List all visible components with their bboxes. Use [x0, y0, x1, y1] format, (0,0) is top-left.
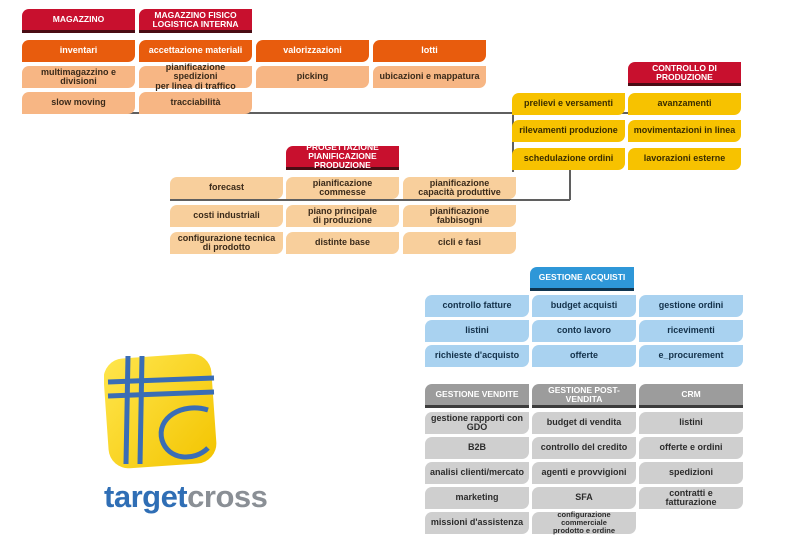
module-offerte-ordini[interactable]: offerte e ordini — [639, 437, 743, 459]
module-line: di prodotto — [202, 242, 251, 252]
module-line: configurazione commerciale — [557, 510, 611, 528]
module-controllo-credito[interactable]: controllo del credito — [532, 437, 636, 459]
module-schedulazione[interactable]: schedulazione ordini — [512, 148, 625, 170]
module-missioni-assistenza[interactable]: missioni d'assistenza — [425, 512, 529, 534]
module-inventari[interactable]: inventari — [22, 40, 135, 62]
module-rapporti-gdo[interactable]: gestione rapporti con GDO — [425, 412, 529, 434]
module-ricevimenti[interactable]: ricevimenti — [639, 320, 743, 342]
module-lotti[interactable]: lotti — [373, 40, 486, 62]
module-costi-industriali[interactable]: costi industriali — [170, 205, 283, 227]
module-e-procurement[interactable]: e_procurement — [639, 345, 743, 367]
header-line: PROGETTAZIONE — [306, 142, 379, 153]
module-pianificazione-commesse[interactable]: pianificazione commesse — [286, 177, 399, 199]
module-configurazione-commerciale[interactable]: configurazione commerciale prodotto e or… — [532, 510, 636, 535]
module-accettazione-materiali[interactable]: accettazione materiali — [139, 40, 252, 62]
magazzino-fisico-header: MAGAZZINO FISICO LOGISTICA INTERNA — [139, 9, 252, 33]
logo-target: target — [104, 479, 188, 514]
module-prelievi[interactable]: prelievi e versamenti — [512, 93, 625, 115]
module-distinte-base[interactable]: distinte base — [286, 232, 399, 254]
module-line: prodotto e ordine — [552, 525, 616, 535]
module-listini-acquisti[interactable]: listini — [425, 320, 529, 342]
module-cicli-fasi[interactable]: cicli e fasi — [403, 232, 516, 254]
vendite-header: GESTIONE VENDITE — [425, 384, 529, 408]
logo-wordmark: targetcross — [104, 479, 268, 515]
module-b2b[interactable]: B2B — [425, 437, 529, 459]
module-line: pianificazione — [429, 177, 490, 188]
module-configurazione-tecnica[interactable]: configurazione tecnica di prodotto — [170, 232, 283, 254]
module-budget-vendita[interactable]: budget di vendita — [532, 412, 636, 434]
module-controllo-fatture[interactable]: controllo fatture — [425, 295, 529, 317]
post-vendita-header: GESTIONE POST-VENDITA — [532, 384, 636, 408]
module-rilevamenti[interactable]: rilevamenti produzione — [512, 120, 625, 142]
module-forecast[interactable]: forecast — [170, 177, 283, 199]
connector-line — [512, 112, 514, 172]
module-contratti-fatturazione[interactable]: contratti e fatturazione — [639, 487, 743, 509]
module-offerte-acquisti[interactable]: offerte — [532, 345, 636, 367]
magazzino-header: MAGAZZINO — [22, 9, 135, 33]
module-gestione-ordini[interactable]: gestione ordini — [639, 295, 743, 317]
module-analisi-clienti[interactable]: analisi clienti/mercato — [425, 462, 529, 484]
module-budget-acquisti[interactable]: budget acquisti — [532, 295, 636, 317]
module-line: capacità produttive — [418, 187, 501, 197]
crm-header: CRM — [639, 384, 743, 408]
module-line: per linea di traffico — [155, 80, 236, 91]
acquisti-header: GESTIONE ACQUISTI — [530, 267, 634, 291]
module-piano-principale[interactable]: piano principale di produzione — [286, 205, 399, 227]
connector-line — [569, 170, 571, 200]
module-multimagazzino[interactable]: multimagazzino e divisioni — [22, 66, 135, 88]
header-line: PIANIFICAZIONE PRODUZIONE — [308, 151, 377, 170]
controllo-produzione-header: CONTROLLO DI PRODUZIONE — [628, 62, 741, 86]
module-marketing[interactable]: marketing — [425, 487, 529, 509]
module-movimentazioni[interactable]: movimentazioni in linea — [628, 120, 741, 142]
module-agenti-provvigioni[interactable]: agenti e provvigioni — [532, 462, 636, 484]
module-line: di produzione — [313, 215, 372, 225]
module-line: pianificazione spedizioni — [165, 61, 226, 82]
module-pianificazione-spedizioni[interactable]: pianificazione spedizioni per linea di t… — [139, 61, 252, 91]
module-picking[interactable]: picking — [256, 66, 369, 88]
module-conto-lavoro[interactable]: conto lavoro — [532, 320, 636, 342]
module-line: piano principale — [307, 205, 377, 216]
module-avanzamenti[interactable]: avanzamenti — [628, 93, 741, 115]
targetcross-logo-icon — [104, 353, 217, 469]
module-richieste-acquisto[interactable]: richieste d'acquisto — [425, 345, 529, 367]
progettazione-header: PROGETTAZIONE PIANIFICAZIONE PRODUZIONE — [286, 142, 399, 170]
header-line: MAGAZZINO FISICO — [154, 9, 237, 20]
logo-cross: cross — [187, 479, 268, 514]
module-listini-crm[interactable]: listini — [639, 412, 743, 434]
header-line: LOGISTICA INTERNA — [152, 18, 239, 29]
module-slow-moving[interactable]: slow moving — [22, 92, 135, 114]
module-lavorazioni-esterne[interactable]: lavorazioni esterne — [628, 148, 741, 170]
module-pianificazione-fabbisogni[interactable]: pianificazione fabbisogni — [403, 205, 516, 227]
module-ubicazioni[interactable]: ubicazioni e mappatura — [373, 66, 486, 88]
connector-line — [170, 199, 570, 201]
connector-line — [22, 112, 630, 114]
module-valorizzazioni[interactable]: valorizzazioni — [256, 40, 369, 62]
module-line: configurazione tecnica — [177, 232, 276, 243]
module-tracciabilita[interactable]: tracciabilità — [139, 92, 252, 114]
module-capacita-produttive[interactable]: pianificazione capacità produttive — [403, 177, 516, 199]
module-spedizioni[interactable]: spedizioni — [639, 462, 743, 484]
module-sfa[interactable]: SFA — [532, 487, 636, 509]
